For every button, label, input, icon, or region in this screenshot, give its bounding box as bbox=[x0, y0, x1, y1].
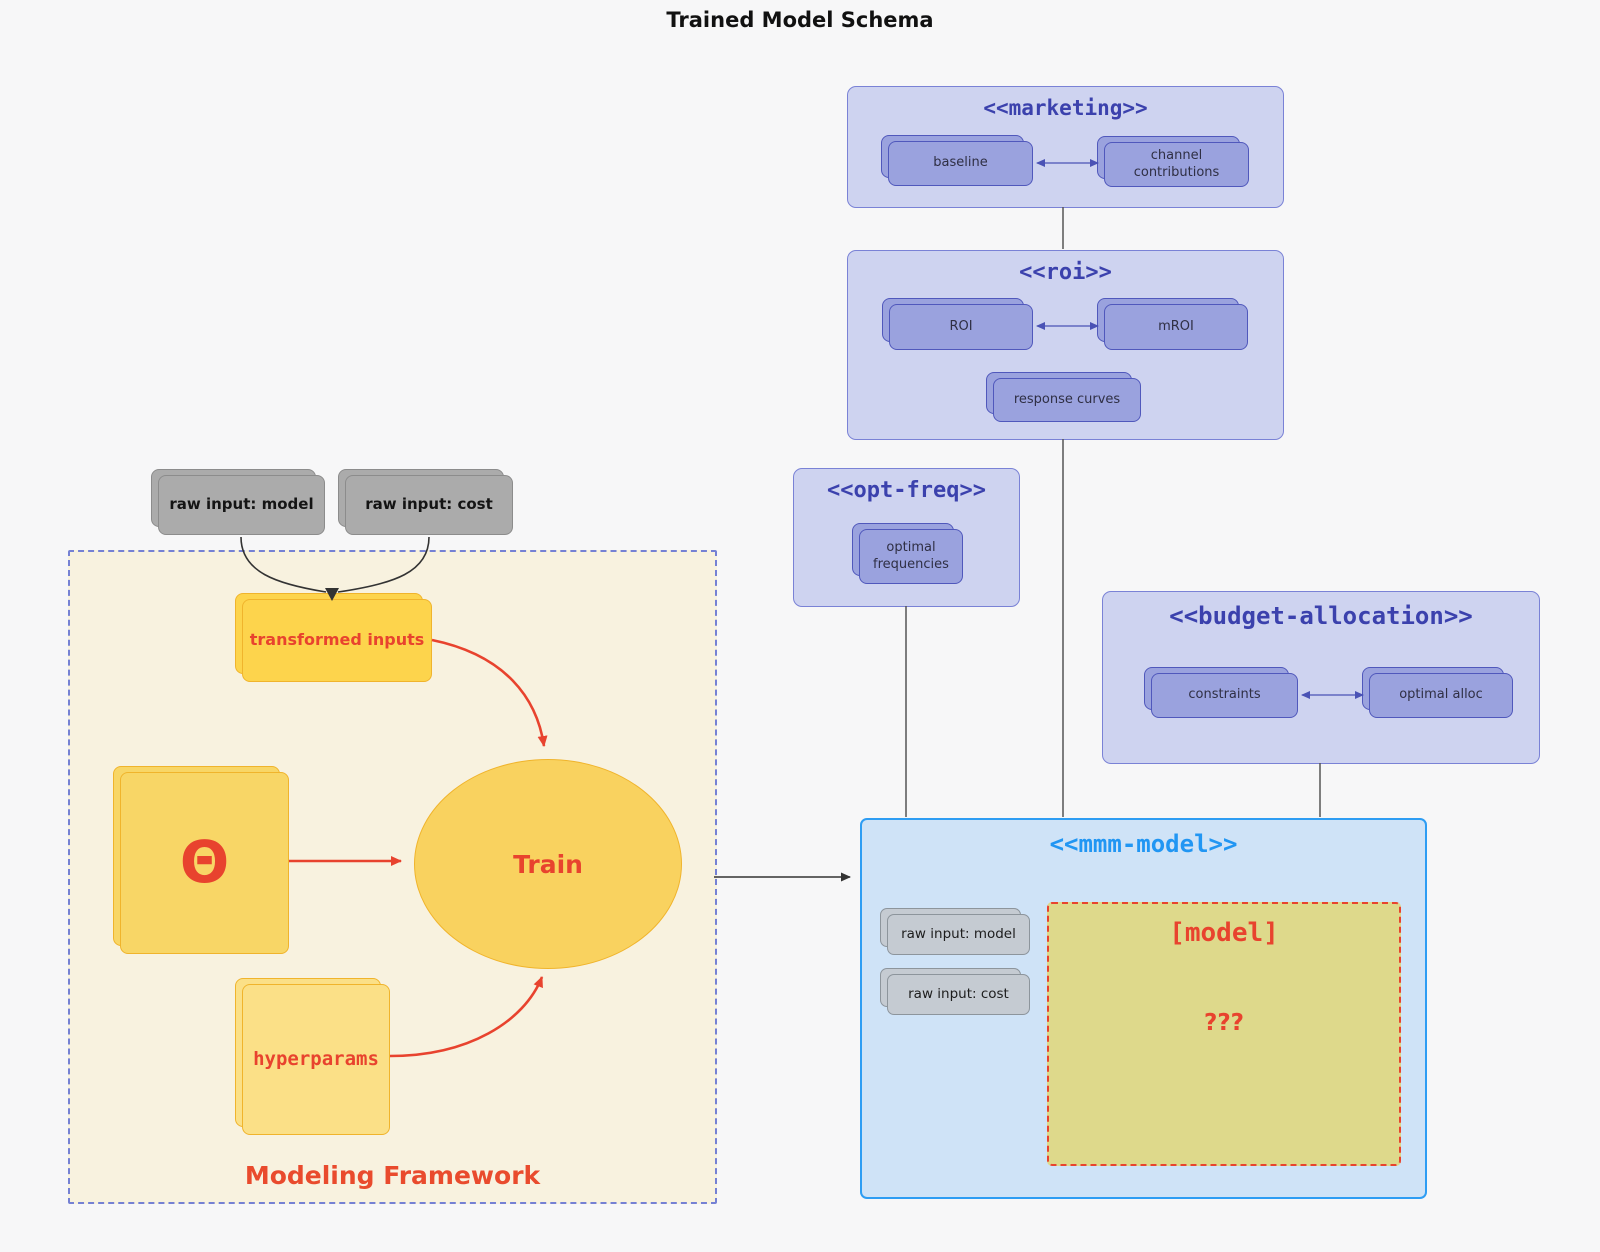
model-placeholder-title: [model] bbox=[1169, 918, 1279, 948]
node-roi-label: ROI bbox=[949, 318, 973, 334]
node-baseline-label: baseline bbox=[933, 155, 988, 171]
group-marketing-title: <<marketing>> bbox=[983, 96, 1148, 120]
node-hyperparams-label: hyperparams bbox=[253, 1048, 379, 1071]
group-marketing: <<marketing>> baseline channel contribut… bbox=[847, 86, 1284, 208]
node-transformed-inputs-label: transformed inputs bbox=[249, 630, 425, 650]
group-opt-freq: <<opt-freq>> optimal frequencies bbox=[793, 468, 1020, 607]
node-optimal-frequencies-label: optimal frequencies bbox=[873, 539, 949, 572]
node-constraints-label: constraints bbox=[1188, 687, 1261, 703]
node-train: Train bbox=[414, 759, 682, 969]
node-baseline: baseline bbox=[881, 135, 1033, 186]
node-theta: Θ bbox=[113, 766, 289, 954]
group-budget-allocation: <<budget-allocation>> constraints optima… bbox=[1102, 591, 1540, 764]
group-opt-freq-title: <<opt-freq>> bbox=[827, 478, 986, 503]
node-theta-label: Θ bbox=[179, 828, 230, 897]
node-response-curves-label: response curves bbox=[1013, 391, 1121, 407]
node-raw-input-cost-label: raw input: cost bbox=[365, 495, 493, 514]
modeling-framework-label: Modeling Framework bbox=[244, 1161, 541, 1190]
node-train-label: Train bbox=[513, 849, 583, 879]
group-roi-title: <<roi>> bbox=[1019, 260, 1112, 285]
node-response-curves: response curves bbox=[986, 372, 1141, 422]
node-mmm-raw-input-cost-label: raw input: cost bbox=[908, 985, 1009, 1002]
group-modeling-framework: transformed inputs Θ Train hyperparams M… bbox=[68, 550, 717, 1204]
node-mroi: mROI bbox=[1097, 298, 1248, 350]
node-channel-contributions: channel contributions bbox=[1097, 136, 1249, 187]
node-constraints: constraints bbox=[1144, 667, 1298, 718]
node-mroi-label: mROI bbox=[1158, 318, 1194, 334]
diagram-title: Trained Model Schema bbox=[666, 8, 934, 32]
node-optimal-alloc: optimal alloc bbox=[1362, 667, 1513, 718]
node-channel-contributions-label: channel contributions bbox=[1133, 147, 1220, 180]
node-model-placeholder: [model] ??? bbox=[1047, 902, 1401, 1166]
node-roi: ROI bbox=[882, 298, 1033, 350]
node-mmm-raw-input-model: raw input: model bbox=[880, 908, 1030, 955]
group-budget-allocation-title: <<budget-allocation>> bbox=[1169, 602, 1473, 630]
node-raw-input-model: raw input: model bbox=[151, 469, 325, 535]
node-optimal-frequencies: optimal frequencies bbox=[852, 523, 963, 584]
node-transformed-inputs: transformed inputs bbox=[235, 593, 432, 682]
node-hyperparams: hyperparams bbox=[235, 978, 390, 1135]
node-mmm-raw-input-cost: raw input: cost bbox=[880, 968, 1030, 1015]
model-placeholder-unknown: ??? bbox=[1203, 1010, 1245, 1036]
node-raw-input-cost: raw input: cost bbox=[338, 469, 513, 535]
node-mmm-raw-input-model-label: raw input: model bbox=[901, 925, 1016, 942]
group-mmm-model-title: <<mmm-model>> bbox=[1049, 830, 1238, 858]
group-mmm-model: <<mmm-model>> raw input: model raw input… bbox=[860, 818, 1427, 1199]
node-optimal-alloc-label: optimal alloc bbox=[1399, 687, 1483, 703]
node-raw-input-model-label: raw input: model bbox=[169, 495, 314, 514]
group-roi: <<roi>> ROI mROI response curves bbox=[847, 250, 1284, 440]
